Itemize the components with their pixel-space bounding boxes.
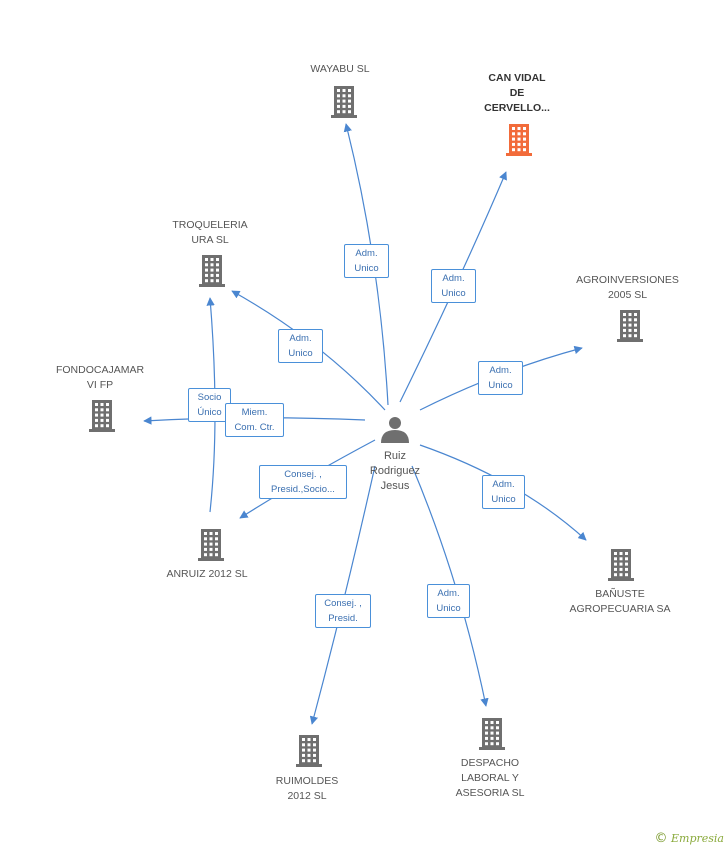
role-badge-fondocajamar-miem: Miem. Com. Ctr. [225,403,284,437]
role-badge-agroinversiones: Adm. Unico [478,361,523,395]
building-icon[interactable] [296,735,322,767]
company-label-fondocajamar[interactable]: FONDOCAJAMAR VI FP [55,364,145,391]
company-label-can-vidal[interactable]: CAN VIDAL DE CERVELLO... [484,72,550,114]
person-icon[interactable] [381,417,409,443]
role-badge-banuste: Adm. Unico [482,475,525,509]
building-icon[interactable] [608,549,634,581]
building-icon[interactable] [198,529,224,561]
role-badge-can-vidal: Adm. Unico [431,269,476,303]
building-icon[interactable] [506,124,532,156]
person-label[interactable]: Ruiz Rodriguez Jesus [369,450,421,492]
building-icon[interactable] [331,86,357,118]
building-icon[interactable] [617,310,643,342]
edge-despacho [411,465,489,707]
company-label-agroinversiones[interactable]: AGROINVERSIONES 2005 SL [576,274,679,301]
role-badge-ruimoldes: Consej. , Presid. [315,594,371,628]
company-label-wayabu[interactable]: WAYABU SL [310,63,370,75]
building-icon[interactable] [479,718,505,750]
role-badge-despacho: Adm. Unico [427,584,470,618]
company-label-troqueleria[interactable]: TROQUELERIA URA SL [172,219,248,246]
role-badge-fondocajamar-socio: Socio Único [188,388,231,422]
building-icon[interactable] [89,400,115,432]
company-label-anruiz[interactable]: ANRUIZ 2012 SL [166,568,248,580]
role-badge-wayabu: Adm. Unico [344,244,389,278]
role-badge-troqueleria: Adm. Unico [278,329,323,363]
building-icon[interactable] [199,255,225,287]
brand-logo: © Empresia [654,831,725,846]
role-badge-anruiz: Consej. , Presid.,Socio... [259,465,347,499]
company-label-banuste[interactable]: BAÑUSTE AGROPECUARIA SA [569,588,671,615]
company-label-despacho[interactable]: DESPACHO LABORAL Y ASESORIA SL [455,757,525,799]
company-label-ruimoldes[interactable]: RUIMOLDES 2012 SL [275,775,339,802]
